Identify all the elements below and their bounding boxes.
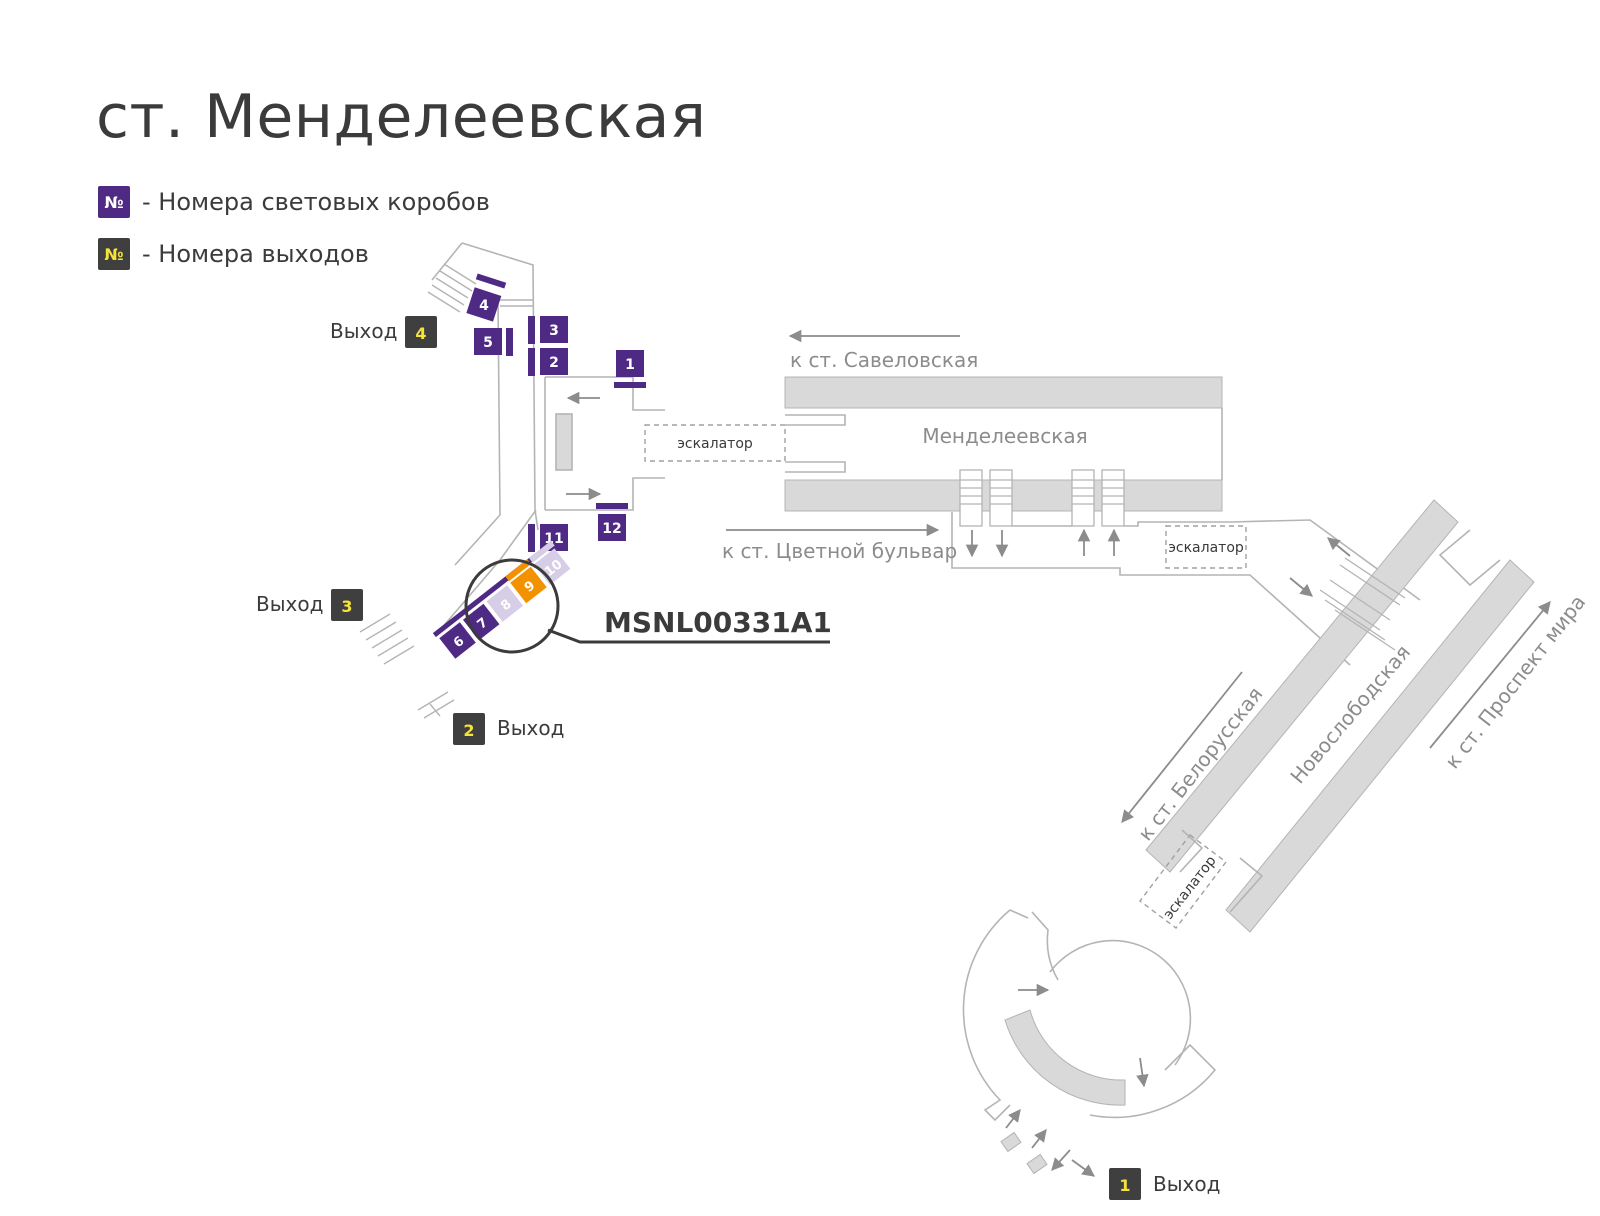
novoslobodskaya-connectors bbox=[1179, 829, 1264, 913]
escalator-west-label: эскалатор bbox=[677, 436, 753, 452]
lightbox-3[interactable] bbox=[540, 316, 568, 343]
lightbox-5[interactable] bbox=[474, 328, 502, 355]
station-label-mendeleevskaya: Менделеевская bbox=[922, 424, 1087, 448]
lightbox-8[interactable] bbox=[486, 585, 524, 622]
label-to-prospekt-mira: к ст. Проспект мира bbox=[1440, 590, 1590, 773]
lightbox-9-highlighted[interactable] bbox=[510, 566, 547, 604]
exit-3[interactable]: Выход 3 bbox=[256, 589, 363, 621]
exit-4-badge bbox=[405, 316, 437, 348]
legend-exits: № - Номера выходов bbox=[98, 238, 369, 270]
lightbox-2-number: 2 bbox=[549, 355, 559, 371]
lightbox-4-number: 4 bbox=[479, 298, 489, 314]
legend-lightbox-text: - Номера световых коробов bbox=[142, 188, 490, 216]
label-to-tsvetnoy: к ст. Цветной бульвар bbox=[722, 539, 957, 563]
stairs-exit-2 bbox=[417, 691, 455, 719]
lightbox-3-number: 3 bbox=[549, 323, 559, 339]
lightbox-2[interactable] bbox=[540, 348, 568, 375]
round-vestibule bbox=[962, 909, 1217, 1175]
lightbox-12[interactable] bbox=[598, 514, 626, 541]
escalator-transfer-label: эскалатор bbox=[1168, 540, 1244, 556]
exit-2[interactable]: 2 Выход bbox=[453, 713, 564, 745]
stairs-exit-3 bbox=[359, 613, 415, 665]
lightbox-12-number: 12 bbox=[602, 521, 621, 537]
page-title: ст. Менделеевская bbox=[96, 82, 707, 152]
legend-exit-swatch: № bbox=[98, 238, 130, 270]
exit-2-number: 2 bbox=[463, 721, 474, 740]
exit-1[interactable]: 1 Выход bbox=[1109, 1168, 1220, 1200]
legend-lightbox-swatch: № bbox=[98, 186, 130, 218]
exit-4-label: Выход bbox=[330, 319, 397, 343]
escalator-transfer: эскалатор bbox=[1165, 525, 1247, 569]
exit-3-badge bbox=[331, 589, 363, 621]
exit-1-number: 1 bbox=[1119, 1176, 1130, 1195]
stairs-exit-4 bbox=[427, 263, 533, 313]
exit-4-number: 4 bbox=[415, 324, 426, 343]
lightbox-10[interactable] bbox=[533, 548, 571, 585]
escalator-west: эскалатор bbox=[644, 424, 786, 462]
highlight-callout: MSNL00331A1 bbox=[464, 558, 832, 654]
lightbox-5-number: 5 bbox=[483, 335, 493, 351]
legend-lightboxes: № - Номера световых коробов bbox=[98, 186, 490, 218]
exit-4[interactable]: Выход 4 bbox=[330, 316, 437, 348]
lightboxes: 1 2 3 4 5 11 12 6 7 8 bbox=[432, 273, 646, 659]
platform-stairs bbox=[959, 469, 1125, 527]
direction-arrows bbox=[566, 329, 1551, 1177]
transfer-hall bbox=[951, 512, 1421, 666]
exit-1-label: Выход bbox=[1153, 1172, 1220, 1196]
lightbox-1-number: 1 bbox=[625, 357, 635, 373]
exit-2-label: Выход bbox=[497, 716, 564, 740]
exit-3-label: Выход bbox=[256, 592, 323, 616]
lightbox-1[interactable] bbox=[616, 350, 644, 377]
exit-1-badge bbox=[1109, 1168, 1141, 1200]
exit-3-number: 3 bbox=[341, 597, 352, 616]
label-to-savelovskaya: к ст. Савеловская bbox=[790, 348, 978, 372]
lightbox-6[interactable] bbox=[439, 622, 476, 659]
west-corridor bbox=[431, 242, 665, 631]
callout-code: MSNL00331A1 bbox=[604, 606, 832, 639]
legend-exit-text: - Номера выходов bbox=[142, 240, 369, 268]
lightbox-4[interactable] bbox=[466, 287, 502, 322]
novoslobodskaya-stairs bbox=[1319, 557, 1406, 651]
exit-2-badge bbox=[453, 713, 485, 745]
